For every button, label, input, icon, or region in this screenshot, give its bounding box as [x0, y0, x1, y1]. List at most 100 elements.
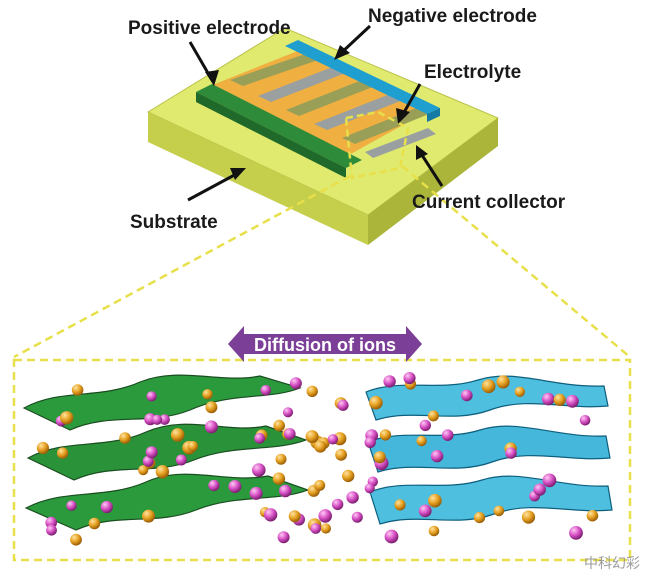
ion-magenta: [384, 529, 399, 544]
ion-orange: [70, 533, 82, 546]
ion-orange: [394, 499, 406, 511]
ion-orange: [36, 441, 50, 455]
ion-orange: [202, 389, 213, 400]
ion-magenta: [383, 375, 396, 388]
ion-orange: [473, 511, 486, 524]
ion-orange: [416, 435, 427, 447]
ion-magenta: [569, 526, 583, 540]
ion-orange: [521, 510, 536, 524]
ion-magenta: [579, 415, 591, 426]
ion-magenta: [351, 511, 363, 523]
ion-magenta: [461, 389, 473, 402]
ion-orange: [142, 509, 155, 523]
ion-orange: [493, 505, 505, 517]
ion-magenta: [260, 385, 272, 396]
ion-magenta: [418, 504, 432, 518]
ion-orange: [138, 465, 149, 476]
zoom-frame: [12, 358, 632, 562]
zoom-line-right: [401, 165, 631, 358]
watermark: 中科幻彩: [584, 556, 640, 572]
ion-magenta: [364, 483, 375, 494]
zoom-line-left: [13, 174, 351, 359]
ion-magenta: [204, 420, 218, 434]
ion-orange: [155, 465, 170, 479]
ion-magenta: [318, 509, 333, 523]
ion-magenta: [263, 508, 278, 522]
ion-magenta: [46, 524, 57, 536]
ion-orange: [428, 525, 440, 537]
ion-orange: [553, 393, 566, 406]
ion-orange: [369, 395, 383, 410]
ion-magenta: [566, 394, 579, 408]
ion-magenta: [327, 434, 339, 445]
ion-magenta: [289, 377, 302, 390]
ion-orange: [306, 385, 318, 397]
current-collector-label: Current collector: [412, 192, 566, 213]
ion-magenta: [533, 483, 546, 496]
ion-orange: [335, 448, 347, 461]
substrate-label: Substrate: [130, 212, 218, 233]
ion-orange: [342, 469, 355, 483]
ion-orange: [170, 428, 185, 442]
ions: [36, 372, 599, 546]
ion-magenta: [346, 491, 359, 504]
ion-magenta: [146, 391, 157, 402]
ion-magenta: [175, 454, 187, 466]
ion-magenta: [251, 463, 266, 477]
ion-magenta: [279, 484, 292, 498]
ion-orange: [314, 479, 326, 491]
ion-magenta: [249, 486, 263, 500]
ion-magenta: [100, 500, 113, 514]
ion-magenta: [142, 455, 154, 467]
ion-magenta: [542, 392, 555, 406]
ion-orange: [427, 410, 439, 422]
label-pointers: [187, 24, 444, 202]
ion-orange: [88, 517, 101, 530]
ion-orange: [205, 401, 218, 414]
ion-orange: [320, 523, 331, 534]
ion-magenta: [66, 500, 77, 511]
ion-orange: [272, 472, 286, 485]
ion-orange: [275, 453, 287, 465]
positive-current-collector: [196, 84, 362, 168]
ion-orange: [373, 451, 386, 464]
negative-electrode-label: Negative electrode: [368, 6, 537, 27]
ion-orange: [56, 447, 69, 459]
ion-orange: [496, 375, 510, 389]
ion-magenta: [282, 407, 294, 418]
ion-magenta: [364, 436, 376, 449]
negative-current-collector: [285, 40, 440, 114]
ion-orange: [379, 429, 392, 441]
ion-magenta: [284, 428, 296, 440]
electrolyte-label: Electrolyte: [424, 62, 522, 83]
ion-magenta: [254, 432, 265, 444]
ion-magenta: [441, 429, 454, 442]
ion-orange: [273, 419, 286, 432]
positive-electrode-label: Positive electrode: [128, 18, 291, 39]
ion-magenta: [310, 523, 322, 534]
ion-magenta: [277, 531, 290, 544]
ion-orange: [314, 440, 327, 453]
ion-magenta: [403, 372, 416, 385]
ion-magenta: [228, 480, 242, 493]
ion-orange: [187, 441, 199, 452]
ion-magenta: [430, 449, 444, 463]
ion-magenta: [152, 414, 163, 425]
ion-orange: [428, 493, 442, 508]
ion-orange: [514, 386, 525, 397]
ion-magenta: [159, 414, 170, 425]
diffusion-arrow: [228, 326, 422, 362]
ion-orange: [288, 510, 301, 523]
ion-magenta: [505, 447, 517, 459]
zoom-region: [344, 110, 410, 180]
ion-orange: [71, 384, 84, 396]
ion-orange: [481, 379, 496, 394]
ion-magenta: [145, 446, 158, 459]
ion-magenta: [542, 473, 557, 488]
ion-magenta: [331, 498, 344, 511]
ion-orange: [305, 430, 319, 444]
ion-magenta: [337, 399, 349, 411]
ion-orange: [586, 509, 599, 522]
ion-orange: [119, 432, 131, 444]
